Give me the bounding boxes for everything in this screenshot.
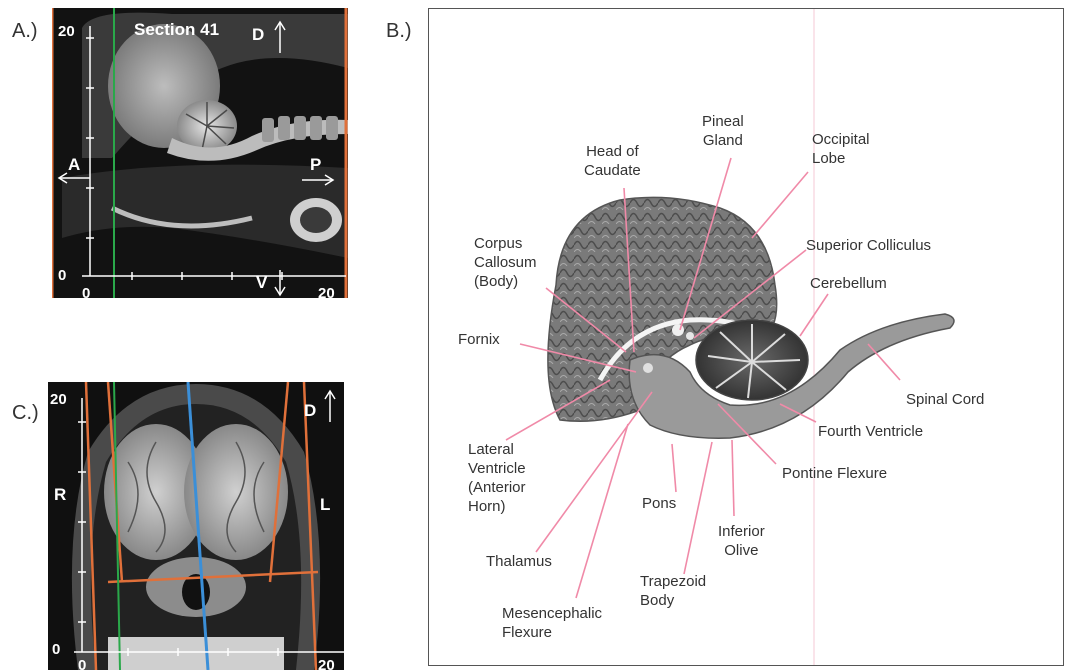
- label-pontine-flexure: Pontine Flexure: [782, 464, 887, 483]
- label-mesencephalic-flexure: Mesencephalic Flexure: [502, 604, 602, 642]
- pointer-occipital: [752, 172, 808, 238]
- label-fornix: Fornix: [458, 330, 500, 349]
- label-thalamus: Thalamus: [486, 552, 552, 571]
- pointer-pons: [672, 444, 676, 492]
- label-lateral-ventricle: Lateral Ventricle (Anterior Horn): [468, 440, 526, 516]
- label-pineal-gland: Pineal Gland: [702, 112, 744, 150]
- label-head-of-caudate: Head of Caudate: [584, 142, 641, 180]
- label-spinal-cord: Spinal Cord: [906, 390, 984, 409]
- pointer-mesencephalic-flexure: [576, 424, 628, 598]
- label-inferior-olive: Inferior Olive: [718, 522, 765, 560]
- label-superior-colliculus: Superior Colliculus: [806, 236, 931, 255]
- label-trapezoid-body: Trapezoid Body: [640, 572, 706, 610]
- pointer-inferior-olive: [732, 440, 734, 516]
- label-pons: Pons: [642, 494, 676, 513]
- label-corpus-callosum: Corpus Callosum (Body): [474, 234, 537, 291]
- label-cerebellum: Cerebellum: [810, 274, 887, 293]
- label-occipital-lobe: Occipital Lobe: [812, 130, 870, 168]
- pointer-trapezoid-body: [684, 442, 712, 574]
- label-fourth-ventricle: Fourth Ventricle: [818, 422, 923, 441]
